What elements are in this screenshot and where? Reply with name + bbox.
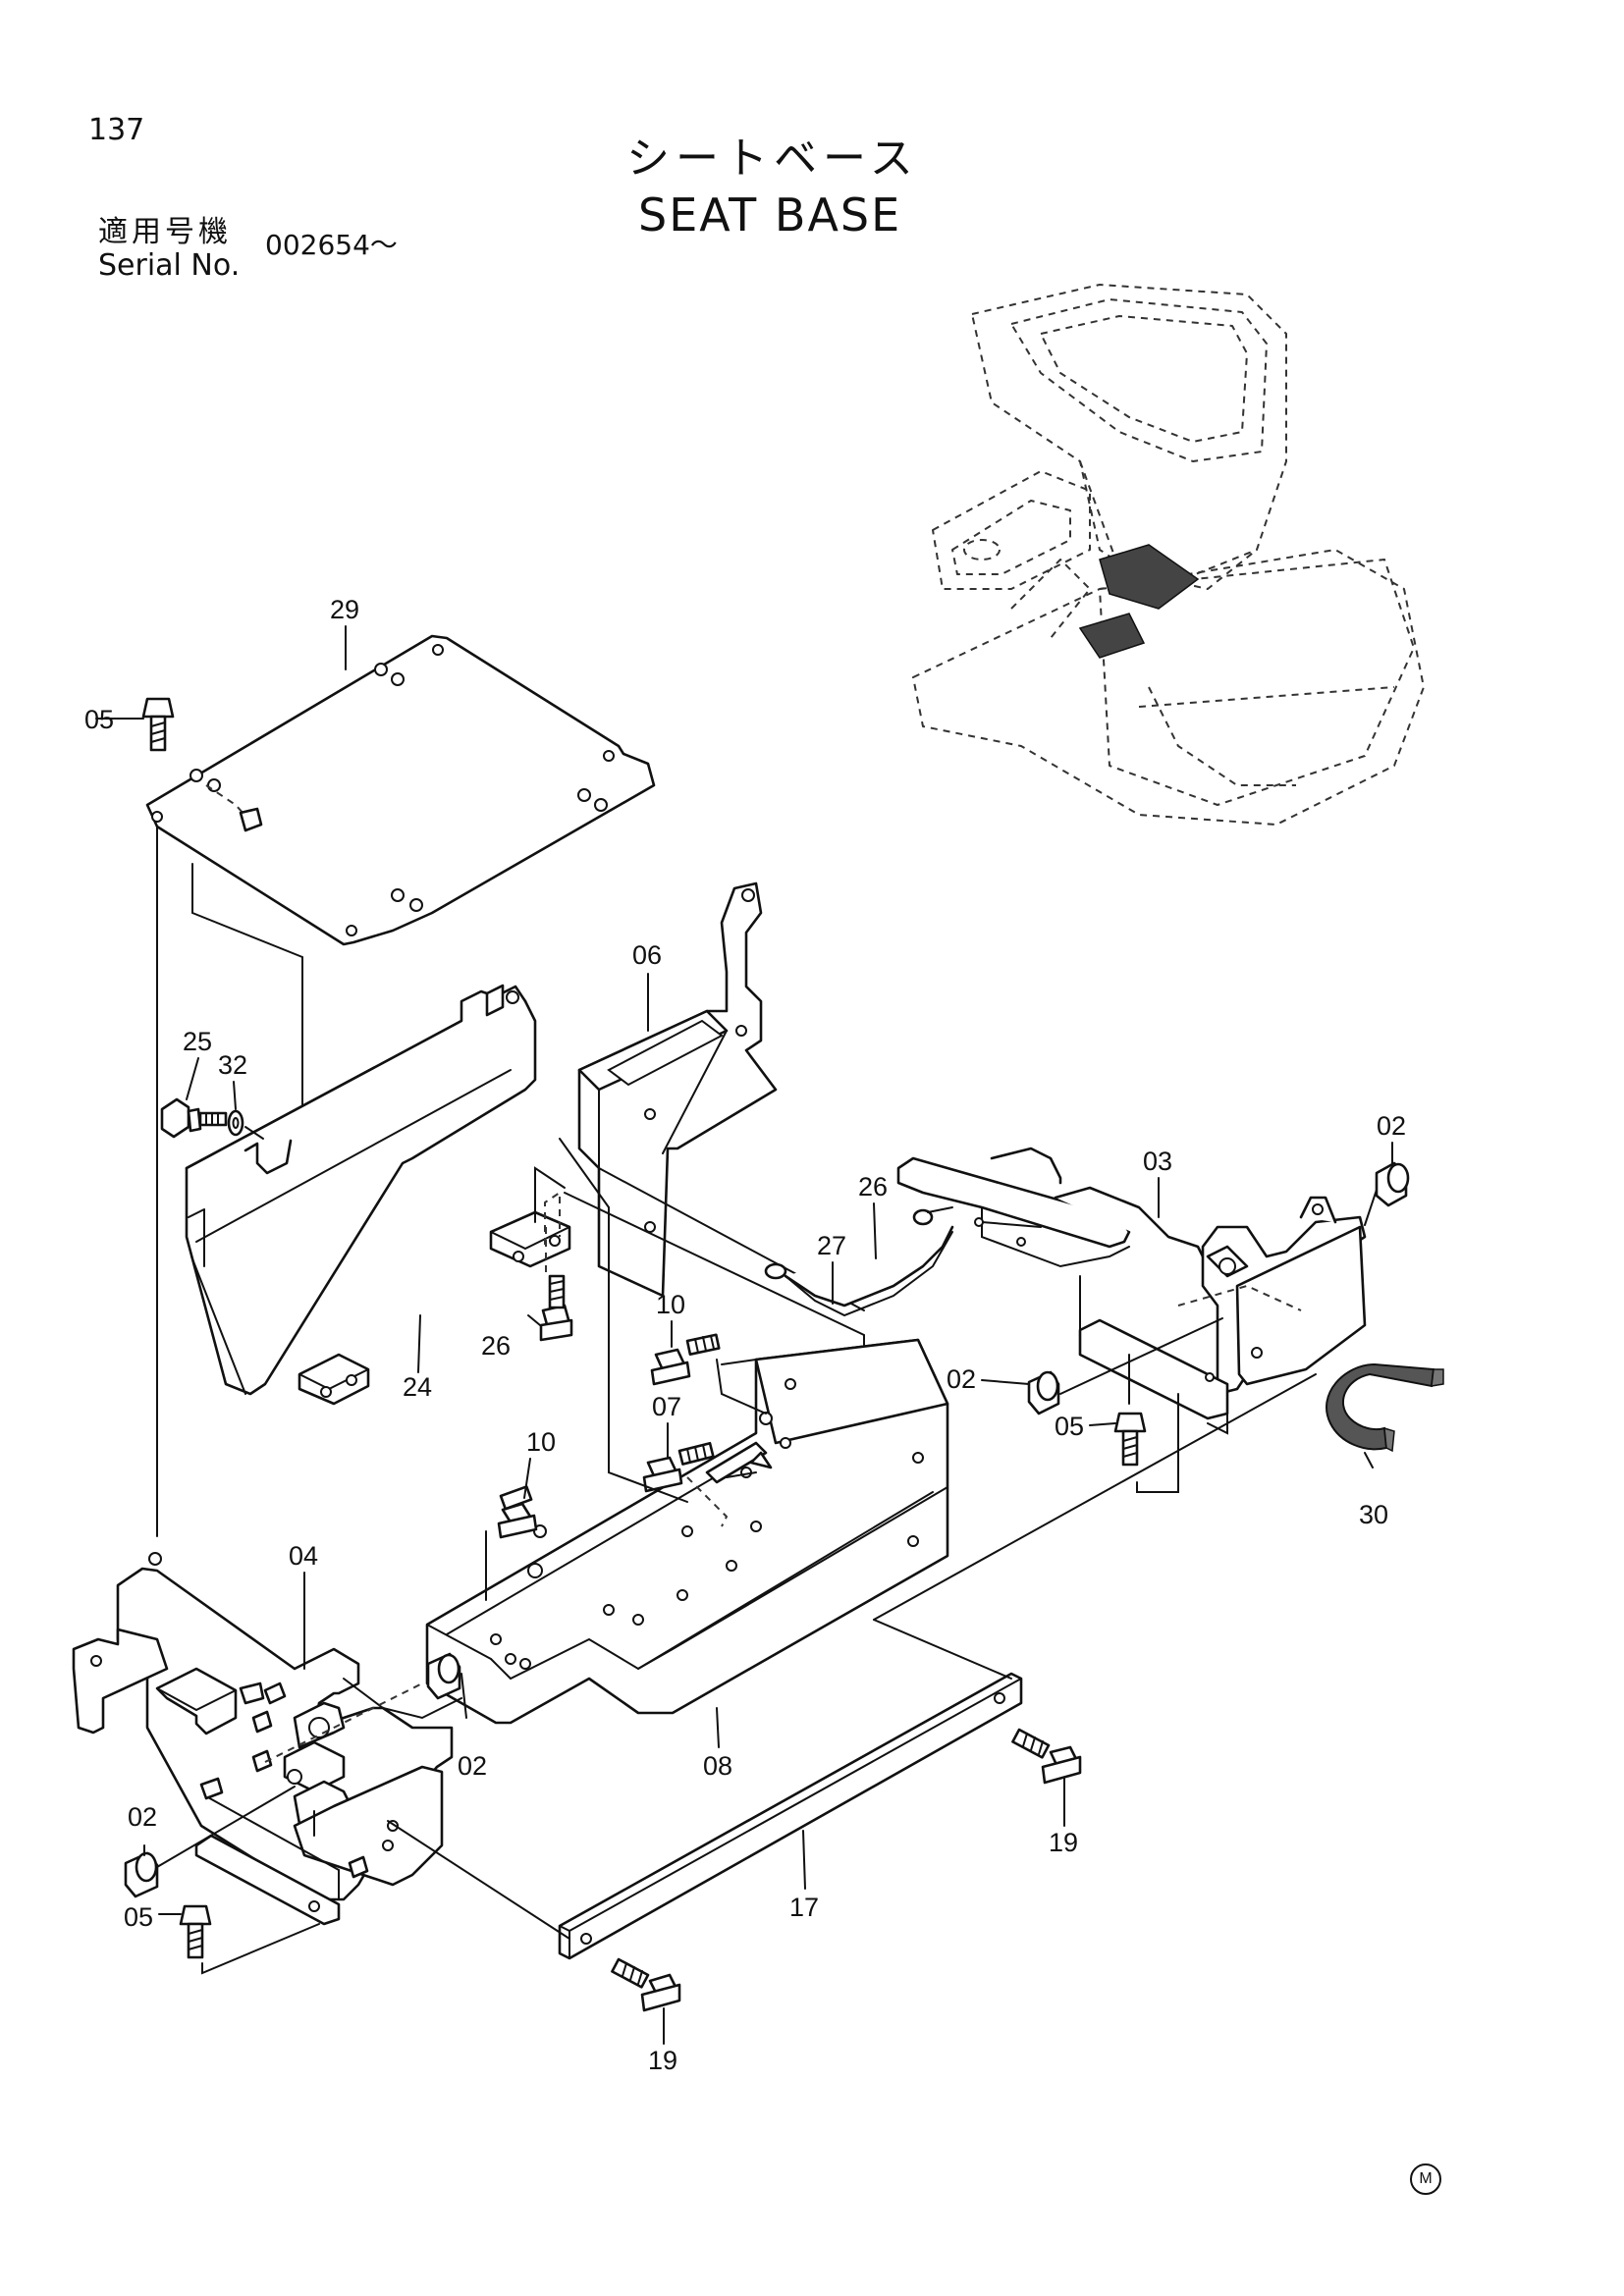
part-08-base-plate [425, 1338, 949, 1725]
guide-line [264, 1682, 423, 1763]
page-title-japanese: シートベース [626, 133, 919, 184]
leader-line [460, 1673, 467, 1719]
leader-line [873, 1202, 877, 1259]
leader-line [244, 1126, 264, 1140]
part-32-washer [227, 1109, 244, 1137]
part-06-bracket [577, 881, 778, 1298]
part-02-bushing-left-low [124, 1851, 159, 1898]
callout-26: 26 [858, 1172, 888, 1201]
guide-line [201, 1923, 320, 1975]
part-26-bolt-lower [539, 1274, 573, 1342]
callout-30: 30 [1359, 1500, 1388, 1529]
leader-line [981, 1379, 1030, 1385]
part-02-bushing-right-top [1375, 1161, 1410, 1207]
machine-overview-illustration [912, 284, 1425, 826]
guide-line [721, 1359, 757, 1365]
callout-05: 05 [1055, 1412, 1084, 1441]
callout-labels: 29 05 06 25 32 24 26 10 07 26 27 02 03 [84, 595, 1406, 2075]
part-27-ground-cable [764, 1206, 954, 1317]
callout-10: 10 [526, 1427, 556, 1457]
guide-line [559, 1138, 610, 1395]
guide-line [873, 1373, 1317, 1621]
callout-02: 02 [947, 1364, 976, 1394]
callout-02: 02 [458, 1751, 487, 1781]
callout-05: 05 [84, 705, 114, 734]
callout-17: 17 [789, 1893, 819, 1922]
part-17-stay-bar [558, 1672, 1023, 1960]
leader-line [1059, 1317, 1223, 1395]
part-02-bushing-left-mid [426, 1652, 461, 1700]
guide-line [686, 1476, 728, 1527]
part-07-bolt [642, 1441, 715, 1493]
callout-04: 04 [289, 1541, 318, 1571]
leader-line [1364, 1189, 1378, 1226]
part-03-rail [896, 1147, 1367, 1435]
part-05-bolt-bottom [158, 1904, 212, 1959]
callout-19: 19 [1049, 1828, 1078, 1857]
leader-line [1089, 1422, 1116, 1426]
leader-line [716, 1707, 720, 1748]
leader-line [233, 1081, 237, 1110]
callout-19: 19 [648, 2046, 677, 2075]
guide-line [156, 1786, 296, 1868]
callout-03: 03 [1143, 1147, 1172, 1176]
callout-26: 26 [481, 1331, 511, 1361]
guide-line [1136, 1393, 1179, 1493]
page-number: 137 [88, 113, 145, 147]
callout-29: 29 [330, 595, 359, 624]
part-05-bolt-right [1113, 1412, 1147, 1467]
part-19-bolt-right [1011, 1728, 1082, 1785]
callout-05: 05 [124, 1902, 153, 1932]
callout-02: 02 [128, 1802, 157, 1832]
callout-07: 07 [652, 1392, 681, 1421]
guide-line [726, 1471, 757, 1478]
callout-06: 06 [632, 940, 662, 970]
serial-label: Serial No. [98, 248, 241, 283]
callout-02: 02 [1377, 1111, 1406, 1141]
leader-line [527, 1314, 541, 1326]
part-10-bolt-upper [650, 1333, 721, 1386]
part-04-bracket [72, 1552, 462, 1926]
manufacturer-mark: M [1410, 2163, 1441, 2195]
part-24-front-panel [185, 984, 571, 1406]
callout-10: 10 [656, 1290, 685, 1319]
part-19-bolt-bottom [611, 1957, 681, 2012]
guide-line [716, 1359, 767, 1415]
leader-line [417, 1314, 421, 1373]
callout-27: 27 [817, 1231, 846, 1260]
leader-line [523, 1458, 531, 1499]
part-25-bolt [160, 1097, 228, 1139]
part-29-top-plate [145, 634, 656, 946]
leader-line [186, 1057, 199, 1100]
part-02-bushing-right-mid [1027, 1370, 1060, 1415]
callout-08: 08 [703, 1751, 732, 1781]
leader-line [802, 1830, 806, 1890]
serial-number-range: 002654～ [265, 229, 398, 261]
callout-32: 32 [218, 1050, 247, 1080]
leader-line [1364, 1452, 1374, 1468]
guide-line [564, 1192, 865, 1346]
reference-line [191, 863, 303, 1159]
guide-line [534, 1166, 566, 1223]
guide-line [873, 1619, 1012, 1680]
part-05-bolt-top [95, 697, 175, 752]
part-10-bolt-lower [497, 1485, 538, 1539]
part-30-rubber-grommet [1326, 1362, 1444, 1453]
callout-25: 25 [183, 1027, 212, 1056]
guide-line [387, 1820, 570, 1940]
page-title: SEAT BASE [638, 188, 902, 241]
serial-label-japanese: 適用号機 [98, 215, 232, 249]
guide-line [608, 1393, 688, 1503]
callout-24: 24 [403, 1372, 432, 1402]
